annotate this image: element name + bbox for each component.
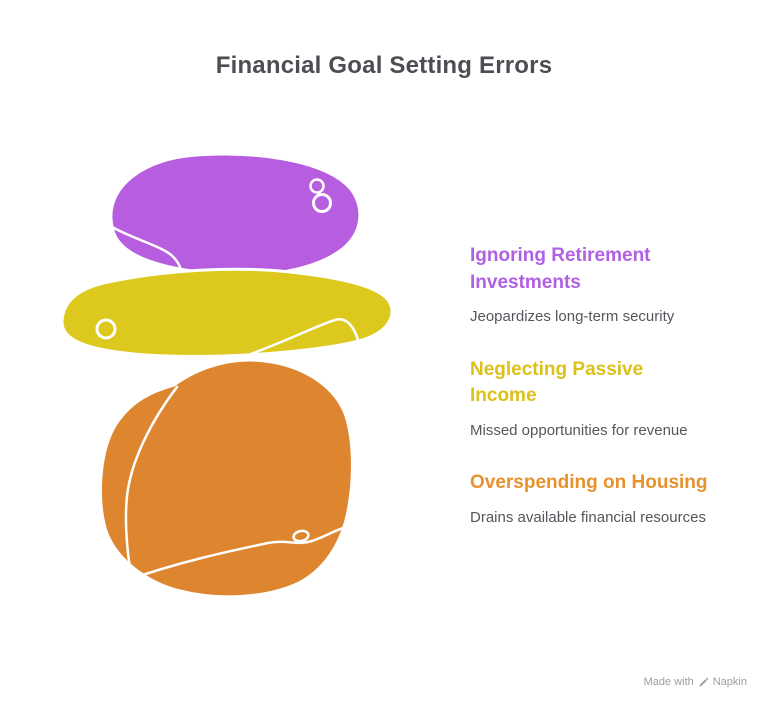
legend-item-description: Drains available financial resources (470, 508, 706, 526)
purple-stone-hole-large (312, 193, 332, 213)
watermark-brand: Napkin (712, 676, 747, 688)
purple-stone-shape (109, 152, 362, 277)
watermark-prefix: Made with (643, 676, 694, 688)
orange-stone-left-facet-line (124, 385, 179, 593)
yellow-stone-shape (60, 267, 394, 358)
purple-stone-fold-line (110, 225, 183, 272)
purple-stone-hole-small (309, 178, 325, 194)
legend-item-passive-income: Neglecting Passive Income Missed opportu… (470, 357, 710, 441)
purple-stone (109, 152, 362, 277)
legend-column: Ignoring Retirement Investments Jeopardi… (470, 243, 710, 554)
legend-item-title: Ignoring Retirement Investments (470, 245, 651, 293)
napkin-watermark: Made with Napkin (644, 676, 747, 688)
yellow-stone-facet-line (238, 318, 360, 360)
legend-item-title: Neglecting Passive Income (470, 358, 644, 407)
legend-item-housing: Overspending on Housing Drains available… (470, 470, 710, 527)
page-title: Financial Goal Setting Errors (215, 52, 553, 79)
legend-item-description: Jeopardizes long-term security (470, 308, 675, 326)
orange-stone-bottom-facet-line (123, 525, 349, 583)
pen-icon (698, 677, 709, 688)
yellow-stone-hole (95, 318, 117, 340)
orange-stone-shape (98, 358, 354, 599)
legend-item-title: Overspending on Housing (470, 472, 708, 494)
legend-item-retirement: Ignoring Retirement Investments Jeopardi… (470, 243, 710, 327)
orange-stone-hole (292, 529, 310, 543)
orange-stone (98, 358, 354, 599)
legend-item-description: Missed opportunities for revenue (470, 421, 688, 439)
yellow-stone (60, 267, 394, 360)
